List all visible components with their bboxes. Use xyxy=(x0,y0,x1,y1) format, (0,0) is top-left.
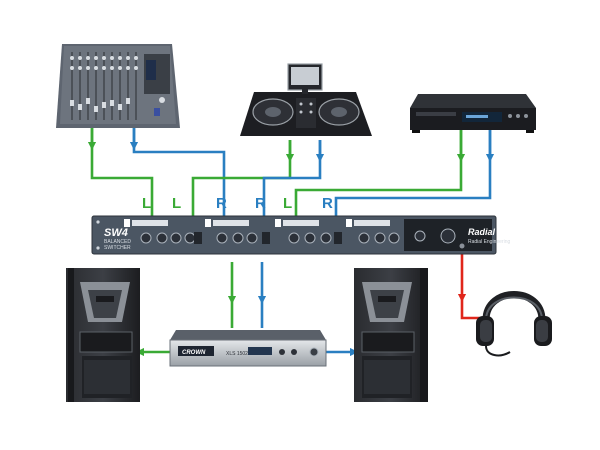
channel-section-4: 4 xyxy=(346,219,400,244)
mixer-icon xyxy=(56,44,180,128)
channel-2-label: 2 xyxy=(206,219,211,228)
speaker-left-icon xyxy=(66,268,140,402)
channel-labels: L L R R L R xyxy=(142,195,333,212)
label-cd-left: L xyxy=(283,195,292,212)
sw4-switcher: SW4 BALANCED SWITCHER 1 2 3 xyxy=(91,215,510,255)
device-subtitle-2: SWITCHER xyxy=(104,245,131,251)
device-model: SW4 xyxy=(104,227,128,239)
device-brand-sub: Radial Engineering xyxy=(468,239,510,245)
label-dj-right: R xyxy=(255,195,266,212)
mixer-left-line xyxy=(90,128,154,216)
speaker-right-icon xyxy=(354,268,428,402)
channel-section-2: 2 xyxy=(205,219,270,244)
amplifier-icon: CROWN XLS 1502 xyxy=(169,330,327,367)
cd-player-icon xyxy=(410,94,536,133)
channel-section-3: 3 xyxy=(275,219,342,244)
device-brand: Radial xyxy=(468,227,496,237)
device-subtitle-1: BALANCED xyxy=(104,239,131,245)
dj-controller-icon xyxy=(240,63,372,136)
label-mixer-left: L xyxy=(142,195,151,212)
label-dj-left: L xyxy=(172,195,181,212)
channel-3-label: 3 xyxy=(276,219,281,228)
amp-brand: CROWN xyxy=(182,350,206,356)
cd-right-line xyxy=(334,130,492,216)
label-cd-right: R xyxy=(322,195,333,212)
channel-1-label: 1 xyxy=(125,219,130,228)
channel-section-1: 1 xyxy=(124,219,202,244)
signal-lines xyxy=(87,128,495,357)
label-mixer-right: R xyxy=(216,195,227,212)
amp-model: XLS 1502 xyxy=(226,351,248,357)
headphones-icon xyxy=(476,291,552,357)
channel-4-label: 4 xyxy=(347,219,352,228)
